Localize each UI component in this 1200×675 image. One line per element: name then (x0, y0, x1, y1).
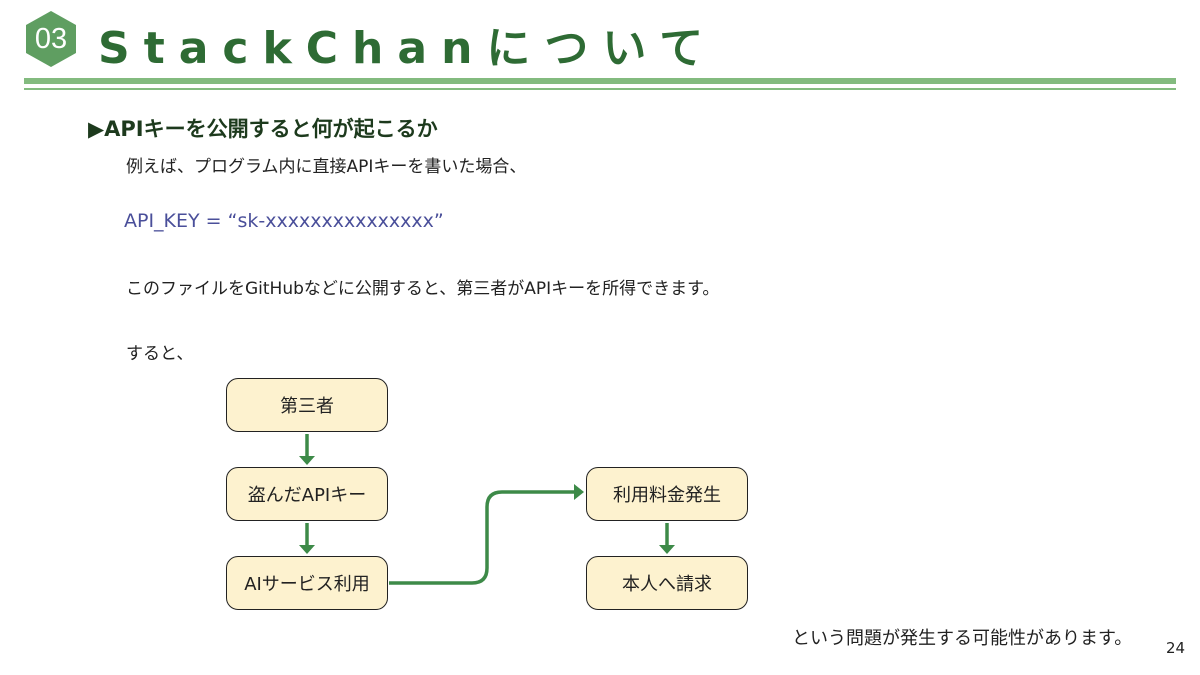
flow-node-stolen-api-key: 盗んだAPIキー (226, 467, 388, 521)
flow-node-billed-to-owner: 本人へ請求 (586, 556, 748, 610)
publish-text: このファイルをGitHubなどに公開すると、第三者がAPIキーを所得できます。 (126, 279, 720, 299)
code-line: API_KEY = “sk-xxxxxxxxxxxxxxx” (124, 210, 444, 232)
page-number: 24 (1166, 639, 1186, 657)
section-number: 03 (34, 22, 68, 55)
arrow-fee-to-billing (659, 523, 675, 554)
then-text: すると、 (126, 344, 194, 364)
section-number-hexagon (26, 11, 76, 67)
example-text: 例えば、プログラム内に直接APIキーを書いた場合、 (126, 157, 527, 177)
triangle-marker-icon: ▶ (88, 117, 105, 141)
header-divider (24, 78, 1176, 84)
page-title: StackChanについて (98, 23, 718, 74)
arrow-stolen-key-to-ai-usage (299, 523, 315, 554)
flow-node-ai-service-usage: AIサービス利用 (226, 556, 388, 610)
section-heading: ▶APIキーを公開すると何が起こるか (88, 113, 438, 143)
arrow-third-party-to-stolen-key (299, 434, 315, 465)
header-divider-thin (24, 88, 1176, 90)
flow-node-third-party: 第三者 (226, 378, 388, 432)
conclusion-text: という問題が発生する可能性があります。 (792, 628, 1133, 649)
arrow-ai-usage-to-fee (389, 484, 584, 585)
section-heading-text: APIキーを公開すると何が起こるか (104, 117, 438, 141)
flow-node-usage-fee: 利用料金発生 (586, 467, 748, 521)
